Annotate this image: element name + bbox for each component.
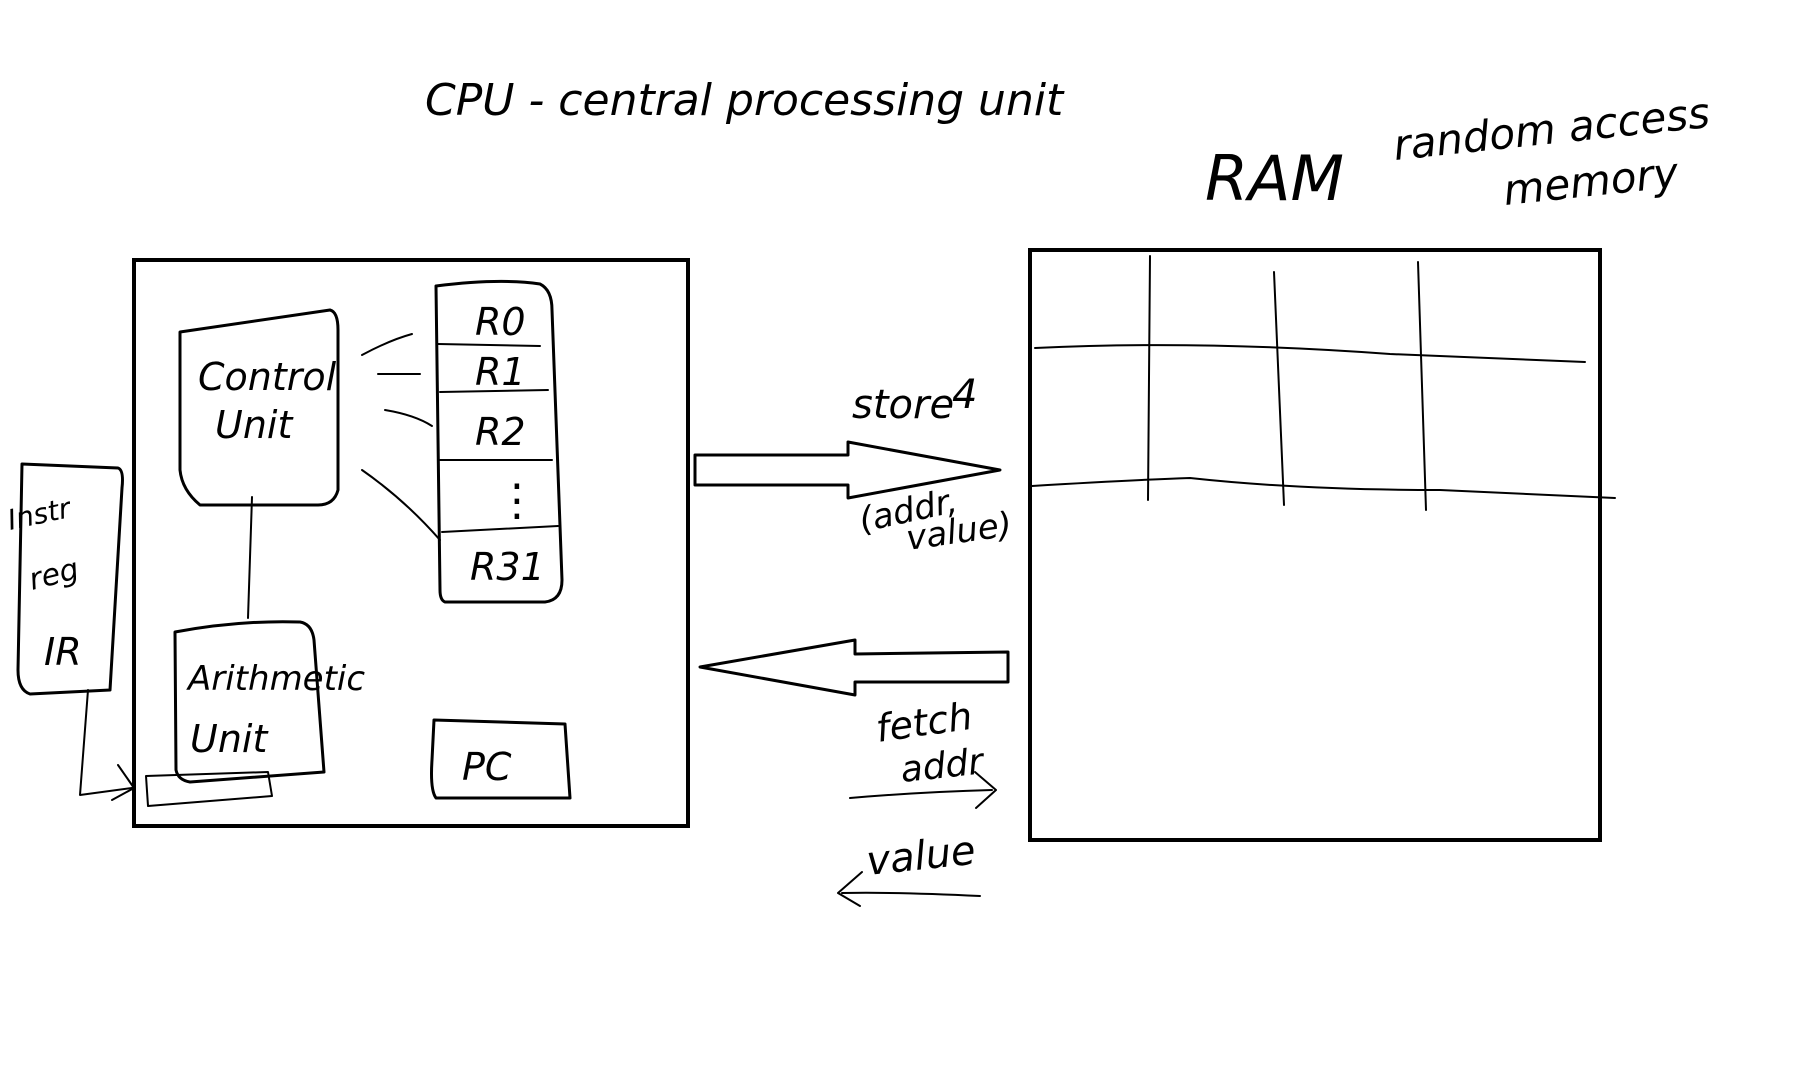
register-link-4: [361, 469, 441, 541]
ram-row-line-1: [1034, 344, 1586, 363]
fetch-underline-arrow: [849, 771, 997, 809]
arithmetic-unit-label-line2: Unit: [190, 717, 269, 761]
register-divider-4: [441, 525, 559, 533]
register-r31: R31: [470, 545, 545, 589]
ir-to-arithmetic-line: [79, 689, 133, 796]
title-text: CPU - central processing unit: [425, 75, 1065, 126]
control-unit-box: [178, 308, 340, 507]
ram-column-line-3: [1417, 261, 1427, 511]
register-link-1: [361, 333, 413, 356]
ram-box: [1028, 248, 1602, 842]
arithmetic-unit-box: [173, 620, 326, 784]
register-r0: R0: [475, 300, 526, 344]
register-file-box: [434, 279, 564, 604]
pc-box: [430, 718, 572, 800]
value-label: value: [864, 828, 977, 885]
ram-column-line-2: [1273, 271, 1285, 506]
register-divider-2: [439, 389, 549, 393]
fetch-arrow: [698, 638, 1010, 697]
instruction-register-line3: IR: [44, 630, 82, 674]
arithmetic-unit-label-line1: Arithmetic: [186, 659, 365, 699]
fetch-label-line2: addr: [899, 741, 988, 791]
register-ellipsis: ⋮: [495, 475, 539, 526]
arithmetic-input-slot: [145, 771, 273, 807]
ram-label: RAM: [1205, 142, 1344, 215]
fetch-label-line1: fetch: [873, 694, 975, 751]
register-link-3: [384, 409, 433, 427]
register-r1: R1: [475, 350, 526, 394]
control-unit-label-line2: Unit: [215, 403, 294, 447]
pc-label: PC: [462, 745, 512, 789]
register-r2: R2: [475, 410, 526, 454]
register-divider-1: [437, 343, 541, 347]
value-underline-arrow: [837, 871, 981, 907]
instruction-register-line1: Instr: [5, 491, 75, 537]
ir-arrowhead: [111, 764, 135, 801]
instruction-register-box: [16, 462, 124, 696]
store-arrow: [693, 440, 1002, 500]
control-unit-label-line1: Control: [198, 355, 337, 399]
cpu-box: [132, 258, 690, 828]
ram-column-line-1: [1147, 255, 1151, 501]
store-number: 4: [952, 372, 977, 418]
ram-description-line2: memory: [1501, 148, 1682, 215]
instruction-register-line2: reg: [25, 552, 82, 598]
control-to-arithmetic-line: [247, 496, 253, 619]
store-label: store: [852, 382, 954, 428]
ram-row-line-2: [1031, 477, 1616, 499]
